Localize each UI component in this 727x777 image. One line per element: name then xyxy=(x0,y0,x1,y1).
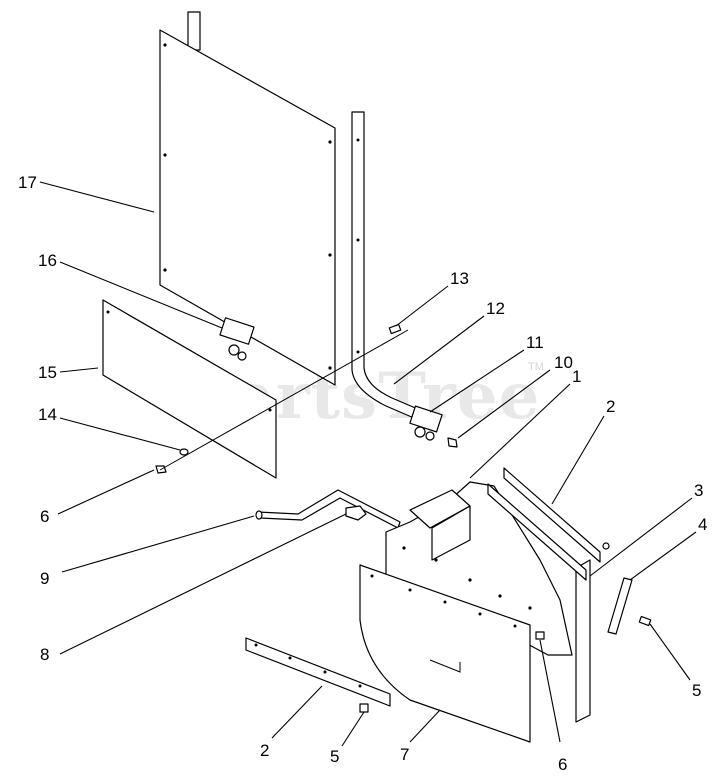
callout-8: 8 xyxy=(40,645,49,664)
callout-5-right: 5 xyxy=(692,681,701,700)
leader-7 xyxy=(409,709,441,743)
watermark-tm: TM xyxy=(528,361,544,373)
callout-9: 9 xyxy=(40,569,49,588)
leader-14 xyxy=(59,417,181,451)
leader-5b xyxy=(341,711,365,747)
leader-lines xyxy=(39,181,697,747)
leader-5a xyxy=(649,623,691,681)
leader-4 xyxy=(629,531,697,581)
callout-2-lower: 2 xyxy=(260,741,269,760)
leader-8 xyxy=(59,513,347,655)
part-2-strip-upper xyxy=(487,467,610,581)
callout-15: 15 xyxy=(38,363,57,382)
callout-11: 11 xyxy=(526,333,544,352)
leader-13 xyxy=(395,285,449,327)
callout-17: 17 xyxy=(18,173,37,192)
callout-1: 1 xyxy=(572,367,581,386)
callouts: 17 16 15 14 6 13 12 11 10 1 2 3 4 5 9 8 … xyxy=(18,173,707,774)
part-3-side xyxy=(575,559,591,723)
part-5-bolt-lower xyxy=(359,703,369,713)
leader-3 xyxy=(589,497,693,577)
part-5-bolt-right xyxy=(638,615,652,627)
callout-12: 12 xyxy=(486,299,505,318)
part-8-pin xyxy=(345,505,367,521)
callout-7: 7 xyxy=(400,745,409,764)
part-7-plate xyxy=(359,564,531,743)
leader-16 xyxy=(59,261,223,329)
part-11-bracket xyxy=(409,405,443,441)
callout-16: 16 xyxy=(38,251,57,270)
part-4-bracket xyxy=(607,577,633,635)
leader-12 xyxy=(393,315,485,385)
leader-9 xyxy=(61,515,255,573)
part-15-panel xyxy=(102,299,277,479)
part-14-washer xyxy=(179,448,189,456)
callout-10: 10 xyxy=(554,353,573,372)
leader-2a xyxy=(551,415,605,505)
leader-2b xyxy=(271,685,323,739)
part-10-nut xyxy=(447,437,458,448)
part-2-strip-lower xyxy=(245,637,391,707)
leader-6b xyxy=(539,639,561,743)
leader-10 xyxy=(457,369,551,439)
callout-14: 14 xyxy=(38,405,57,424)
part-6-nut-lower xyxy=(535,631,545,640)
leader-6a xyxy=(57,469,155,515)
callout-2-upper: 2 xyxy=(606,397,615,416)
callout-13: 13 xyxy=(450,269,469,288)
leader-15 xyxy=(59,367,99,373)
part-16-bracket xyxy=(219,317,255,361)
part-13-bolt xyxy=(388,323,402,335)
callout-5-lower: 5 xyxy=(330,747,339,766)
leader-17 xyxy=(39,181,155,213)
callout-6-lower: 6 xyxy=(558,755,567,774)
callout-3: 3 xyxy=(694,481,703,500)
part-17-panel xyxy=(159,11,336,386)
callout-6-upper: 6 xyxy=(40,507,49,526)
leader-1 xyxy=(469,383,571,479)
assembly-line-upper xyxy=(159,329,409,471)
callout-4: 4 xyxy=(698,515,707,534)
leader-11 xyxy=(429,349,525,413)
